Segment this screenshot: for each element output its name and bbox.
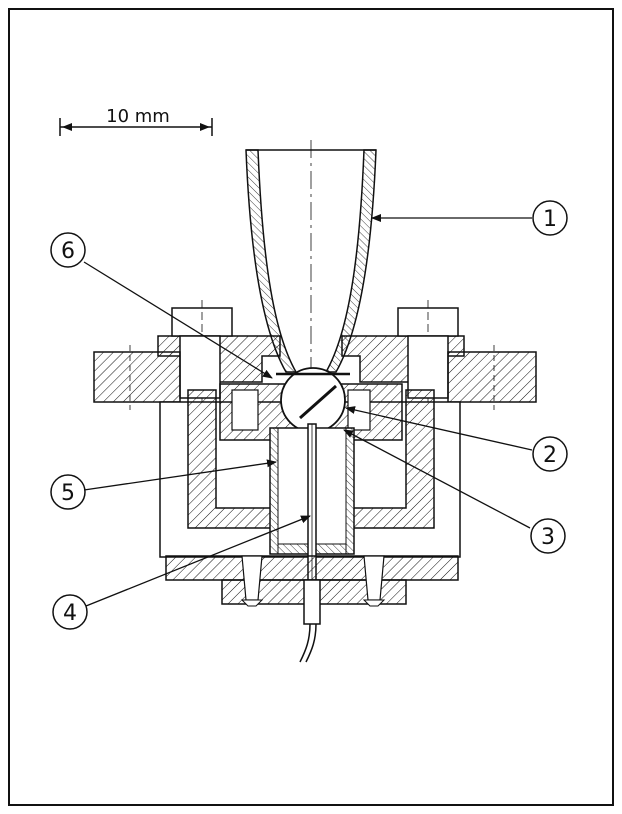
scale-bar-label: 10 mm — [106, 106, 170, 127]
callout-5-text: 5 — [61, 481, 75, 506]
callout-3-text: 3 — [541, 525, 555, 550]
drawing-frame — [8, 8, 614, 806]
callout-4-text: 4 — [63, 601, 77, 626]
leader-6 — [83, 261, 273, 379]
callout-6: 6 — [50, 232, 86, 268]
leader-3 — [343, 429, 531, 529]
callout-4: 4 — [52, 594, 88, 630]
callout-3: 3 — [530, 518, 566, 554]
sphere-chamber — [276, 367, 350, 433]
top-screw-right — [397, 300, 459, 420]
callout-2-text: 2 — [543, 443, 557, 468]
leader-lines — [83, 214, 533, 607]
leader-4 — [85, 515, 311, 607]
scale-bar: 10 mm — [59, 106, 213, 136]
callout-2: 2 — [532, 436, 568, 472]
callout-5: 5 — [50, 474, 86, 510]
callout-6-text: 6 — [61, 239, 75, 264]
leader-2 — [345, 406, 533, 451]
callout-1: 1 — [532, 200, 568, 236]
leader-5 — [83, 459, 277, 491]
top-screw-left — [171, 300, 233, 420]
callout-1-text: 1 — [543, 207, 557, 232]
connector-cable — [299, 579, 321, 663]
outer-flange — [93, 345, 537, 410]
